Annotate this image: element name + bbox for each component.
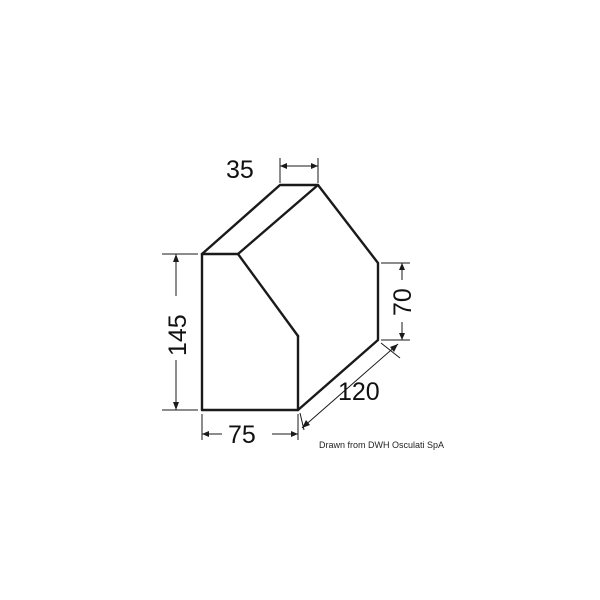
dim-left: 145 (162, 253, 198, 411)
part-outline (200, 183, 380, 412)
front-top-edge (200, 252, 300, 338)
dim-label-bottom: 75 (228, 421, 256, 449)
dim-label-top: 35 (226, 156, 254, 184)
credit-text: Drawn from DWH Osculati SpA (319, 440, 444, 450)
dim-label-left: 145 (164, 314, 192, 356)
dim-right: 70 (381, 262, 417, 341)
dim-diagonal: 120 (299, 342, 401, 431)
dim-label-right: 70 (389, 288, 417, 316)
dim-top: 35 (226, 156, 319, 184)
dim-bottom: 75 (201, 414, 299, 449)
fold-edge (236, 183, 320, 256)
back-edge (200, 183, 380, 412)
dim-label-diagonal: 120 (338, 378, 380, 406)
